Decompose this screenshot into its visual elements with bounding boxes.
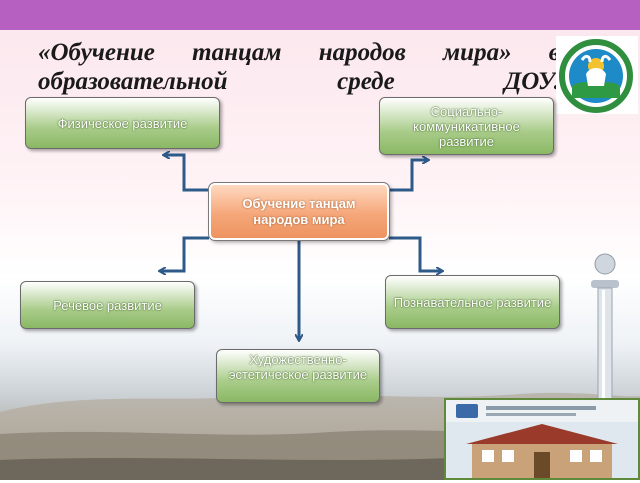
arrow-to-social	[389, 160, 428, 192]
node-physical-development: Физическое развитие	[25, 97, 220, 149]
center-label-line-1: Обучение танцам	[242, 195, 356, 211]
title-word: среде	[337, 68, 395, 95]
node-label: Художественно-эстетическое развитие	[228, 352, 368, 382]
title-word: образовательной	[38, 68, 228, 95]
title-word: мира»	[443, 39, 512, 66]
title-word: «Обучение	[38, 39, 155, 66]
title-line-2: образовательной среде ДОУ.	[38, 67, 560, 96]
header-bar	[0, 0, 640, 30]
kindergarten-building-icon	[444, 398, 640, 480]
title-word: в	[548, 39, 560, 66]
node-label: Речевое развитие	[53, 297, 162, 313]
node-label: Физическое развитие	[57, 115, 188, 131]
node-speech-development: Речевое развитие	[20, 281, 195, 329]
node-artistic-aesthetic-development: Художественно-эстетическое развитие	[216, 349, 380, 403]
arrow-to-cognitive	[389, 236, 442, 271]
arrow-to-speech	[160, 236, 209, 271]
title-word: народов	[318, 39, 406, 66]
node-label: Познавательное развитие	[393, 294, 552, 310]
arrow-to-physical	[164, 155, 209, 192]
node-social-communicative-development: Социально-коммуникативное развитие	[379, 97, 554, 155]
node-center-dance-teaching: Обучение танцам народов мира	[208, 182, 390, 241]
title-word: ДОУ.	[504, 68, 560, 95]
title-word: танцам	[192, 39, 282, 66]
slide-title: «Обучение танцам народов мира» в образов…	[38, 38, 560, 98]
node-label: Социально-коммуникативное развитие	[413, 103, 520, 149]
title-line-1: «Обучение танцам народов мира» в	[38, 38, 560, 67]
center-label-line-2: народов мира	[253, 211, 345, 227]
coat-of-arms-icon	[556, 36, 638, 114]
node-cognitive-development: Познавательное развитие	[385, 275, 560, 329]
